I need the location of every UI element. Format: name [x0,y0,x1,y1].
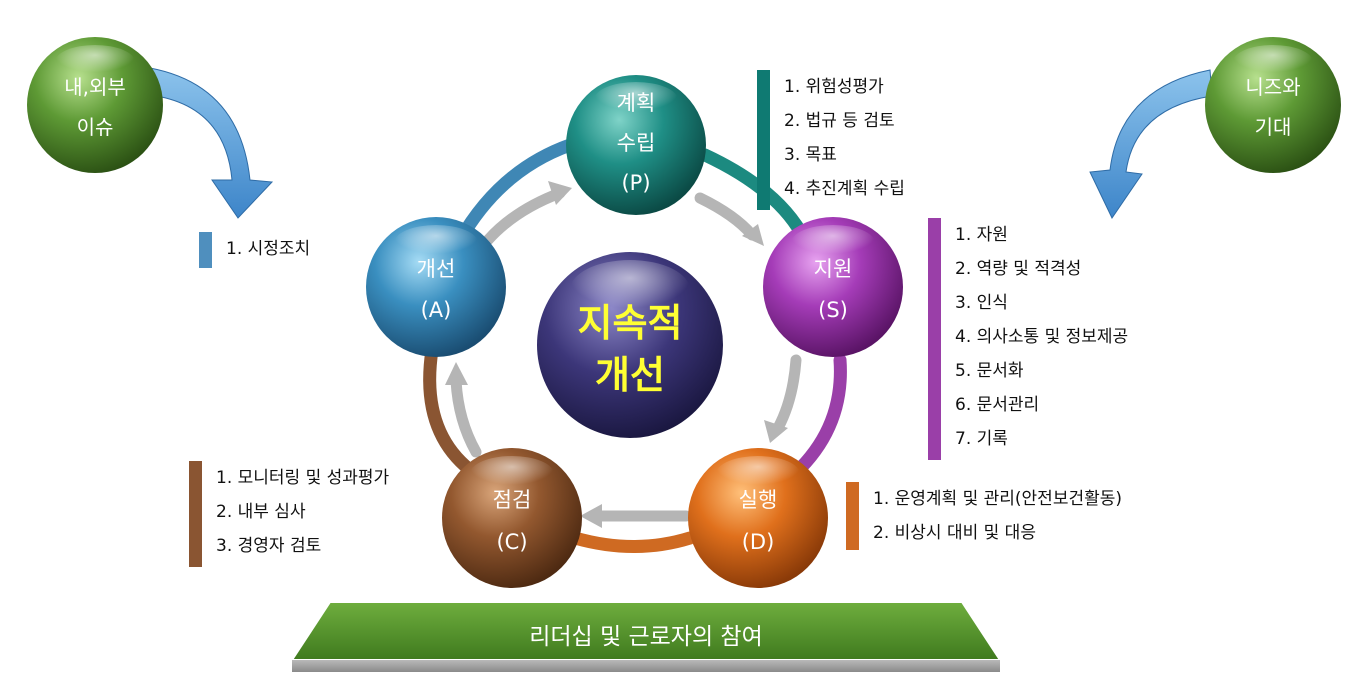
list-item: 7. 기록 [955,429,1008,449]
arrow-act-to-plan [482,187,566,246]
input-left: 내,외부 이슈 [27,37,274,219]
node-act-line1: 개선 [417,257,456,281]
base-platform: 리더십 및 근로자의 참여 [290,601,1002,672]
list-item: 2. 내부 심사 [216,502,306,522]
list-item: 1. 위험성평가 [784,77,884,97]
curved-arrow-left [149,67,274,219]
list-item: 4. 추진계획 수립 [784,179,905,199]
input-left-line1: 내,외부 [64,75,126,99]
base-label: 리더십 및 근로자의 참여 [529,624,763,650]
list-item: 3. 목표 [784,145,837,165]
input-right-line1: 니즈와 [1245,75,1300,99]
list-item: 3. 경영자 검토 [216,536,322,556]
node-check-line2: (C) [496,530,527,554]
list-check-bar [189,461,202,567]
node-support-line1: 지원 [814,257,853,281]
node-support: 지원 (S) [763,217,903,357]
node-check-line1: 점검 [493,488,532,512]
node-plan: 계획 수립 (P) [566,75,706,215]
input-right-line2: 기대 [1255,115,1292,139]
arrow-head-do-to-check [580,504,602,528]
arrow-head-check-to-act [445,362,468,385]
list-support: 1. 자원 2. 역량 및 적격성 3. 인식 4. 의사소통 및 정보제공 5… [928,218,1128,460]
list-plan-bar [757,70,770,210]
list-do-bar [846,482,859,550]
node-do-line2: (D) [742,530,775,554]
node-check: 점검 (C) [442,448,582,588]
ring-segment-act-plan [453,138,577,247]
list-do: 1. 운영계획 및 관리(안전보건활동) 2. 비상시 대비 및 대응 [846,482,1122,550]
node-plan-line2: 수립 [617,131,656,155]
node-act: 개선 (A) [366,217,506,357]
arrow-check-to-act [450,374,482,458]
arrow-head-act-to-plan [548,181,572,205]
node-act-line2: (A) [421,298,452,322]
list-check: 1. 모니터링 및 성과평가 2. 내부 심사 3. 경영자 검토 [189,461,389,567]
list-item: 3. 인식 [955,293,1008,313]
list-act: 1. 시정조치 [199,232,310,268]
node-do-line1: 실행 [739,488,778,512]
list-item: 1. 운영계획 및 관리(안전보건활동) [873,489,1123,509]
curved-arrow-right [1089,69,1213,219]
node-plan-line3: (P) [621,171,650,195]
list-item: 1. 자원 [955,225,1008,245]
list-item: 6. 문서관리 [955,395,1040,415]
list-item: 1. 시정조치 [226,239,311,259]
arrow-plan-to-support [694,192,758,241]
list-act-bar [199,232,212,268]
input-right: 니즈와 기대 [1089,37,1341,219]
center-circle: 지속적 개선 [537,252,723,438]
list-item: 1. 모니터링 및 성과평가 [216,468,390,488]
list-plan: 1. 위험성평가 2. 법규 등 검토 3. 목표 4. 추진계획 수립 [757,70,905,210]
list-item: 2. 법규 등 검토 [784,111,895,131]
center-title-line1: 지속적 [578,301,683,345]
node-plan-line1: 계획 [617,91,656,115]
list-item: 5. 문서화 [955,361,1024,381]
ring-segment-check-act [423,343,477,477]
cycle-arrows [445,181,802,528]
center-title-line2: 개선 [595,353,665,397]
ring-segment-do-check [568,531,697,553]
arrow-support-to-do [772,354,802,434]
arrow-head-plan-to-support [742,224,764,246]
node-support-line2: (S) [818,298,848,322]
arrow-head-support-to-do [764,420,788,443]
list-item: 2. 역량 및 적격성 [955,259,1082,279]
list-item: 4. 의사소통 및 정보제공 [955,327,1129,347]
list-support-bar [928,218,941,460]
node-do: 실행 (D) [688,448,828,588]
input-left-line2: 이슈 [77,115,114,139]
list-item: 2. 비상시 대비 및 대응 [873,523,1036,543]
